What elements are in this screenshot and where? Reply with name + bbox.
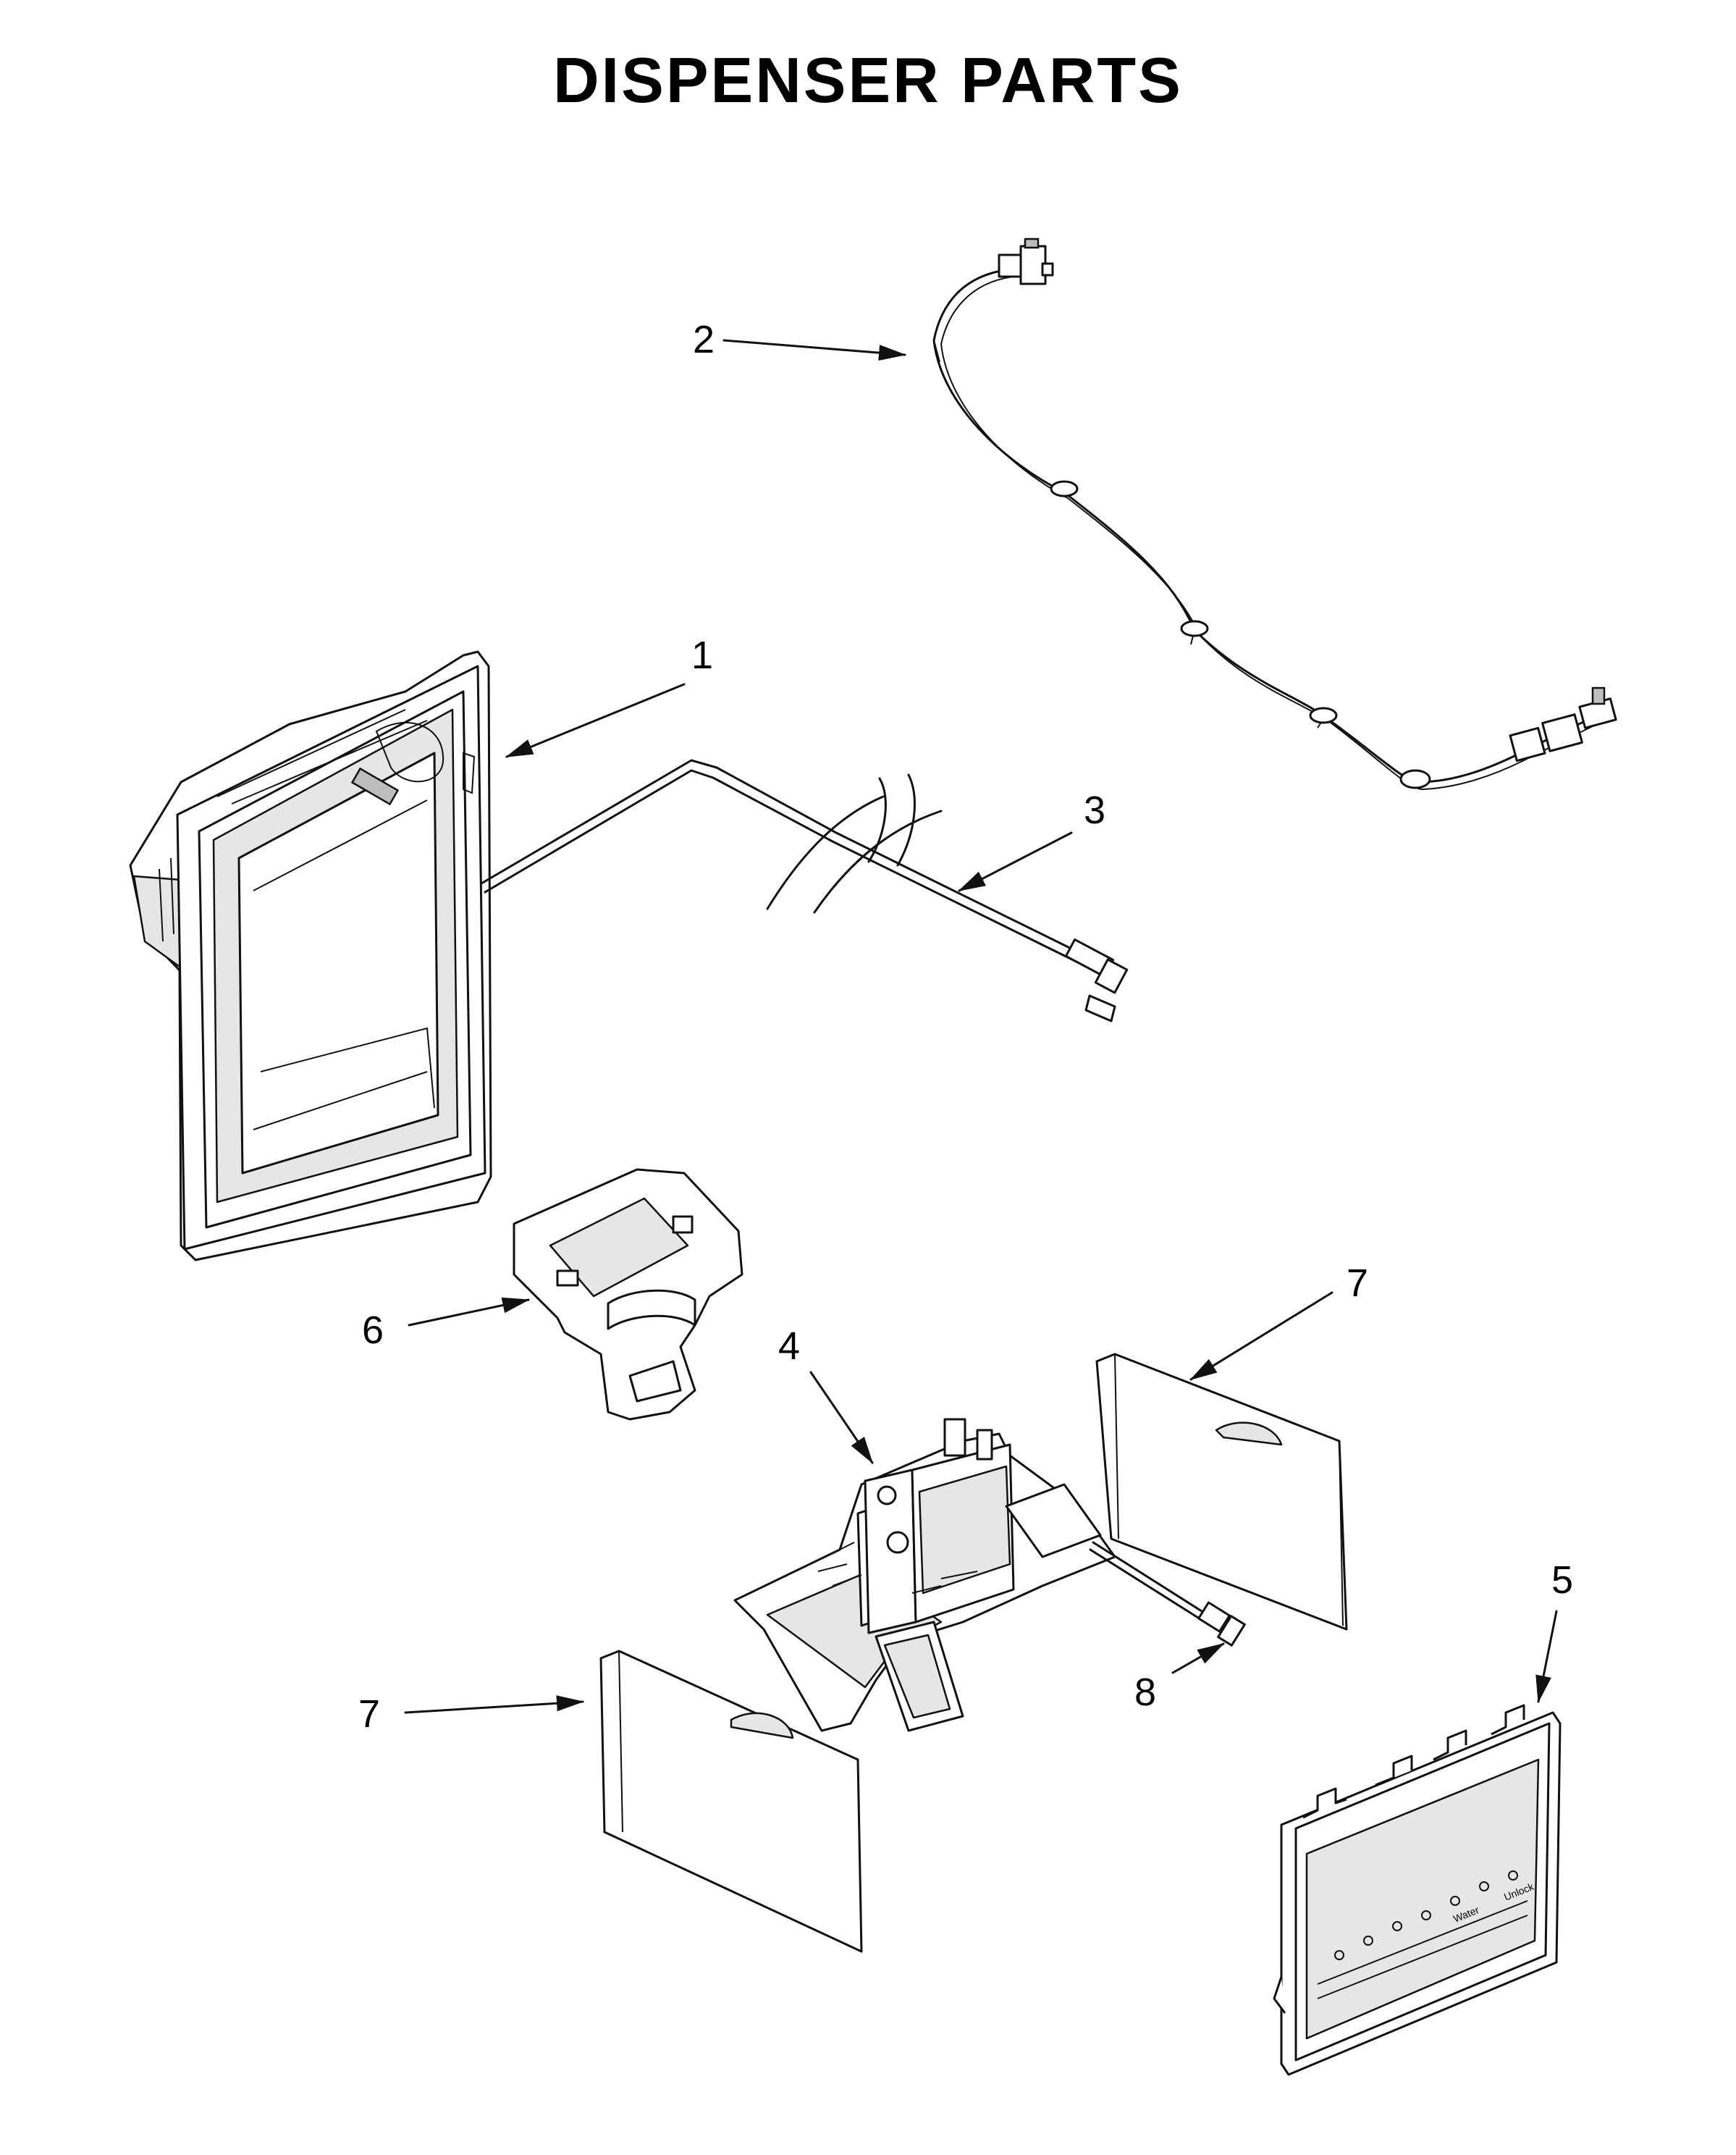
diagram-title: DISPENSER PARTS bbox=[553, 44, 1183, 116]
callout-arrow-4 bbox=[809, 1371, 874, 1464]
callout-7-lower: 7 bbox=[358, 1692, 380, 1736]
callout-3: 3 bbox=[1084, 789, 1105, 832]
callout-4: 4 bbox=[778, 1324, 800, 1368]
callout-arrow-7-lower bbox=[404, 1695, 584, 1714]
callout-8: 8 bbox=[1134, 1671, 1156, 1714]
part-1-dispenser-housing bbox=[129, 650, 492, 1261]
part-6-actuator bbox=[513, 1168, 743, 1421]
part-4-dispenser-module bbox=[733, 1418, 1116, 1732]
callout-arrow-8 bbox=[1171, 1642, 1225, 1674]
part-7-trim-upper bbox=[1095, 1353, 1348, 1631]
part-3-heater-tube bbox=[480, 759, 1129, 1022]
callout-7-upper: 7 bbox=[1347, 1261, 1368, 1305]
callout-6: 6 bbox=[362, 1308, 384, 1352]
callout-arrow-1 bbox=[505, 683, 686, 758]
callout-arrow-3 bbox=[958, 831, 1073, 892]
part-2-wire-harness bbox=[932, 238, 1617, 791]
callout-1: 1 bbox=[691, 634, 713, 677]
callout-arrow-5 bbox=[1535, 1610, 1558, 1703]
callout-5: 5 bbox=[1551, 1558, 1573, 1602]
callout-arrow-2 bbox=[722, 339, 906, 361]
callout-arrows bbox=[404, 339, 1558, 1714]
callout-arrow-6 bbox=[408, 1297, 530, 1327]
part-7-trim-lower bbox=[599, 1650, 863, 1953]
callout-2: 2 bbox=[693, 318, 715, 361]
callout-arrow-7-upper bbox=[1189, 1291, 1333, 1381]
callout-labels: 2 1 3 6 4 7 7 8 5 bbox=[358, 318, 1573, 1736]
part-5-control-panel: Water Unlock bbox=[1273, 1704, 1562, 2076]
part-8-screw bbox=[1089, 1541, 1246, 1647]
